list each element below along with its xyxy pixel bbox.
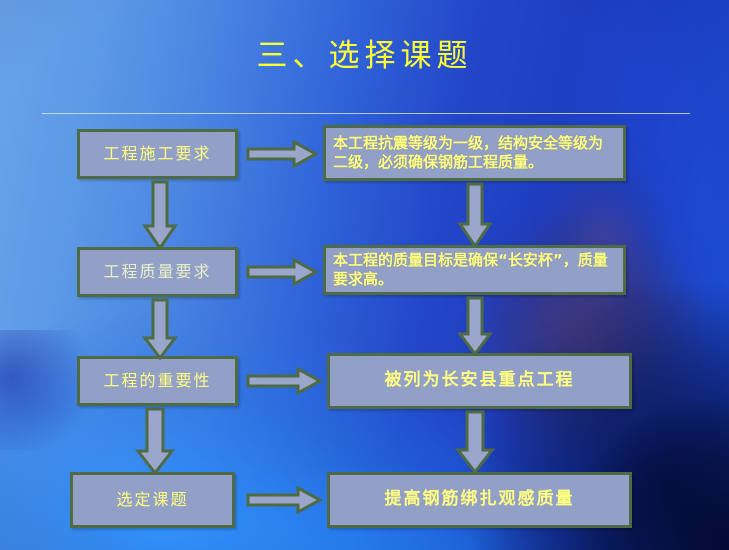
- arrow-down-icon-left-2: [140, 298, 180, 360]
- flow-node-left-2-label: 工程质量要求: [103, 262, 212, 281]
- flow-node-left-1[interactable]: 工程施工要求: [77, 129, 238, 179]
- slide-title: 三、选择课题: [256, 38, 473, 74]
- arrow-right-icon-3: [246, 367, 322, 395]
- flow-node-left-2[interactable]: 工程质量要求: [77, 247, 238, 297]
- flow-node-right-3[interactable]: 被列为长安县重点工程: [327, 353, 632, 409]
- title-divider: [42, 113, 690, 114]
- flow-node-left-1-label: 工程施工要求: [103, 144, 212, 163]
- flow-node-right-1-label: 本工程抗震等级为一级，结构安全等级为二级，必须确保钢筋工程质量。: [333, 134, 604, 171]
- arrow-down-icon-right-2: [455, 296, 495, 356]
- flow-node-left-4[interactable]: 选定课题: [70, 472, 235, 528]
- arrow-down-icon-left-3: [133, 407, 177, 475]
- flow-node-right-4[interactable]: 提高钢筋绑扎观感质量: [327, 472, 632, 528]
- arrow-right-icon-2: [246, 258, 318, 286]
- flow-node-left-4-label: 选定课题: [116, 490, 189, 509]
- arrow-right-icon-1: [246, 140, 318, 168]
- flow-node-right-4-label: 提高钢筋绑扎观感质量: [384, 489, 575, 510]
- flow-node-left-3-label: 工程的重要性: [103, 371, 212, 390]
- arrow-down-icon-right-1: [455, 182, 495, 248]
- flow-node-right-3-label: 被列为长安县重点工程: [384, 370, 575, 391]
- flow-node-right-1[interactable]: 本工程抗震等级为一级，结构安全等级为二级，必须确保钢筋工程质量。: [323, 125, 626, 181]
- arrow-down-icon-right-3: [453, 410, 497, 474]
- flow-node-right-2[interactable]: 本工程的质量目标是确保“长安杯”，质量要求高。: [323, 245, 626, 295]
- flow-node-right-2-label: 本工程的质量目标是确保“长安杯”，质量要求高。: [333, 251, 608, 288]
- arrow-down-icon-left-1: [140, 180, 180, 250]
- arrow-right-icon-4: [246, 486, 322, 514]
- flow-node-left-3[interactable]: 工程的重要性: [77, 356, 238, 406]
